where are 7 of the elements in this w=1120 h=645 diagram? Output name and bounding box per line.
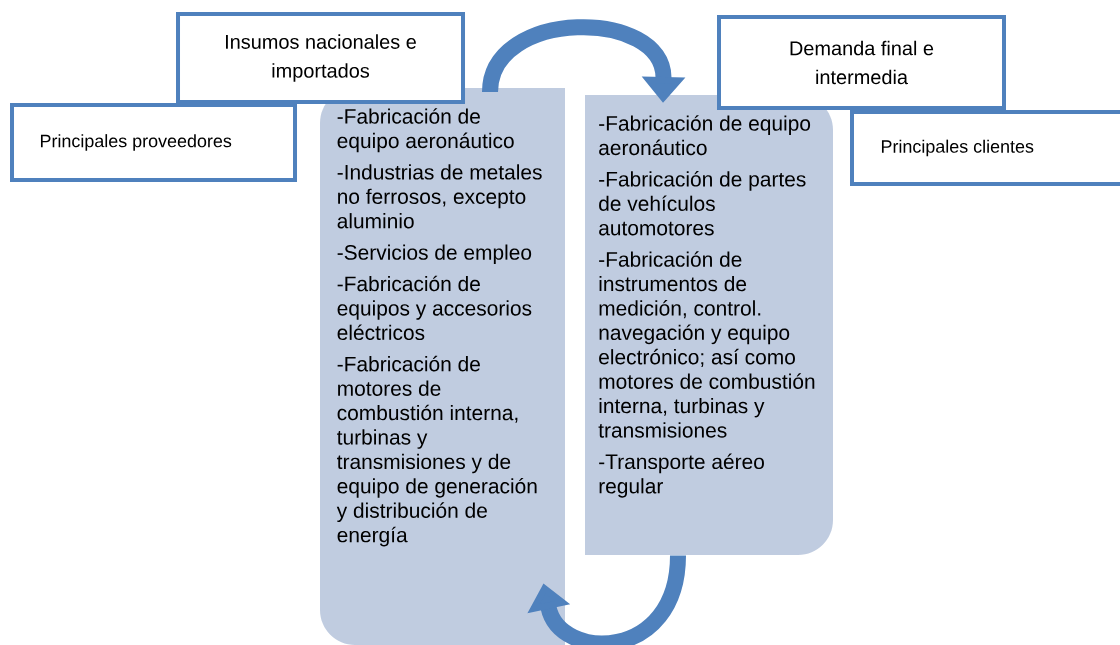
list-panel: -Fabricación de equipo aeronáutico -Industrias de metales no ferrosos, excepto aluminio -Servicios de empleo -Fabricación de equipos y accesorios eléctricos -Fabricación de motores de combustión interna, turbinas y transmisiones y de equipo de generación y distribución de energía (320, 88, 565, 645)
label-box: Demanda final e intermedia (717, 15, 1006, 110)
list-panel: -Fabricación de equipo aeronáutico -Fabricación de partes de vehículos automotores -Fabricación de instrumentos de medición, control. navegación y equipo electrónico; así como motores de combustión interna, turbinas y transmisiones -Transporte aéreo regular (585, 95, 833, 555)
curved-arrow (527, 554, 686, 645)
label-box: Principales proveedores (10, 103, 297, 182)
label-box: Principales clientes (850, 110, 1120, 186)
label-box: Insumos nacionales e importados (176, 12, 465, 104)
